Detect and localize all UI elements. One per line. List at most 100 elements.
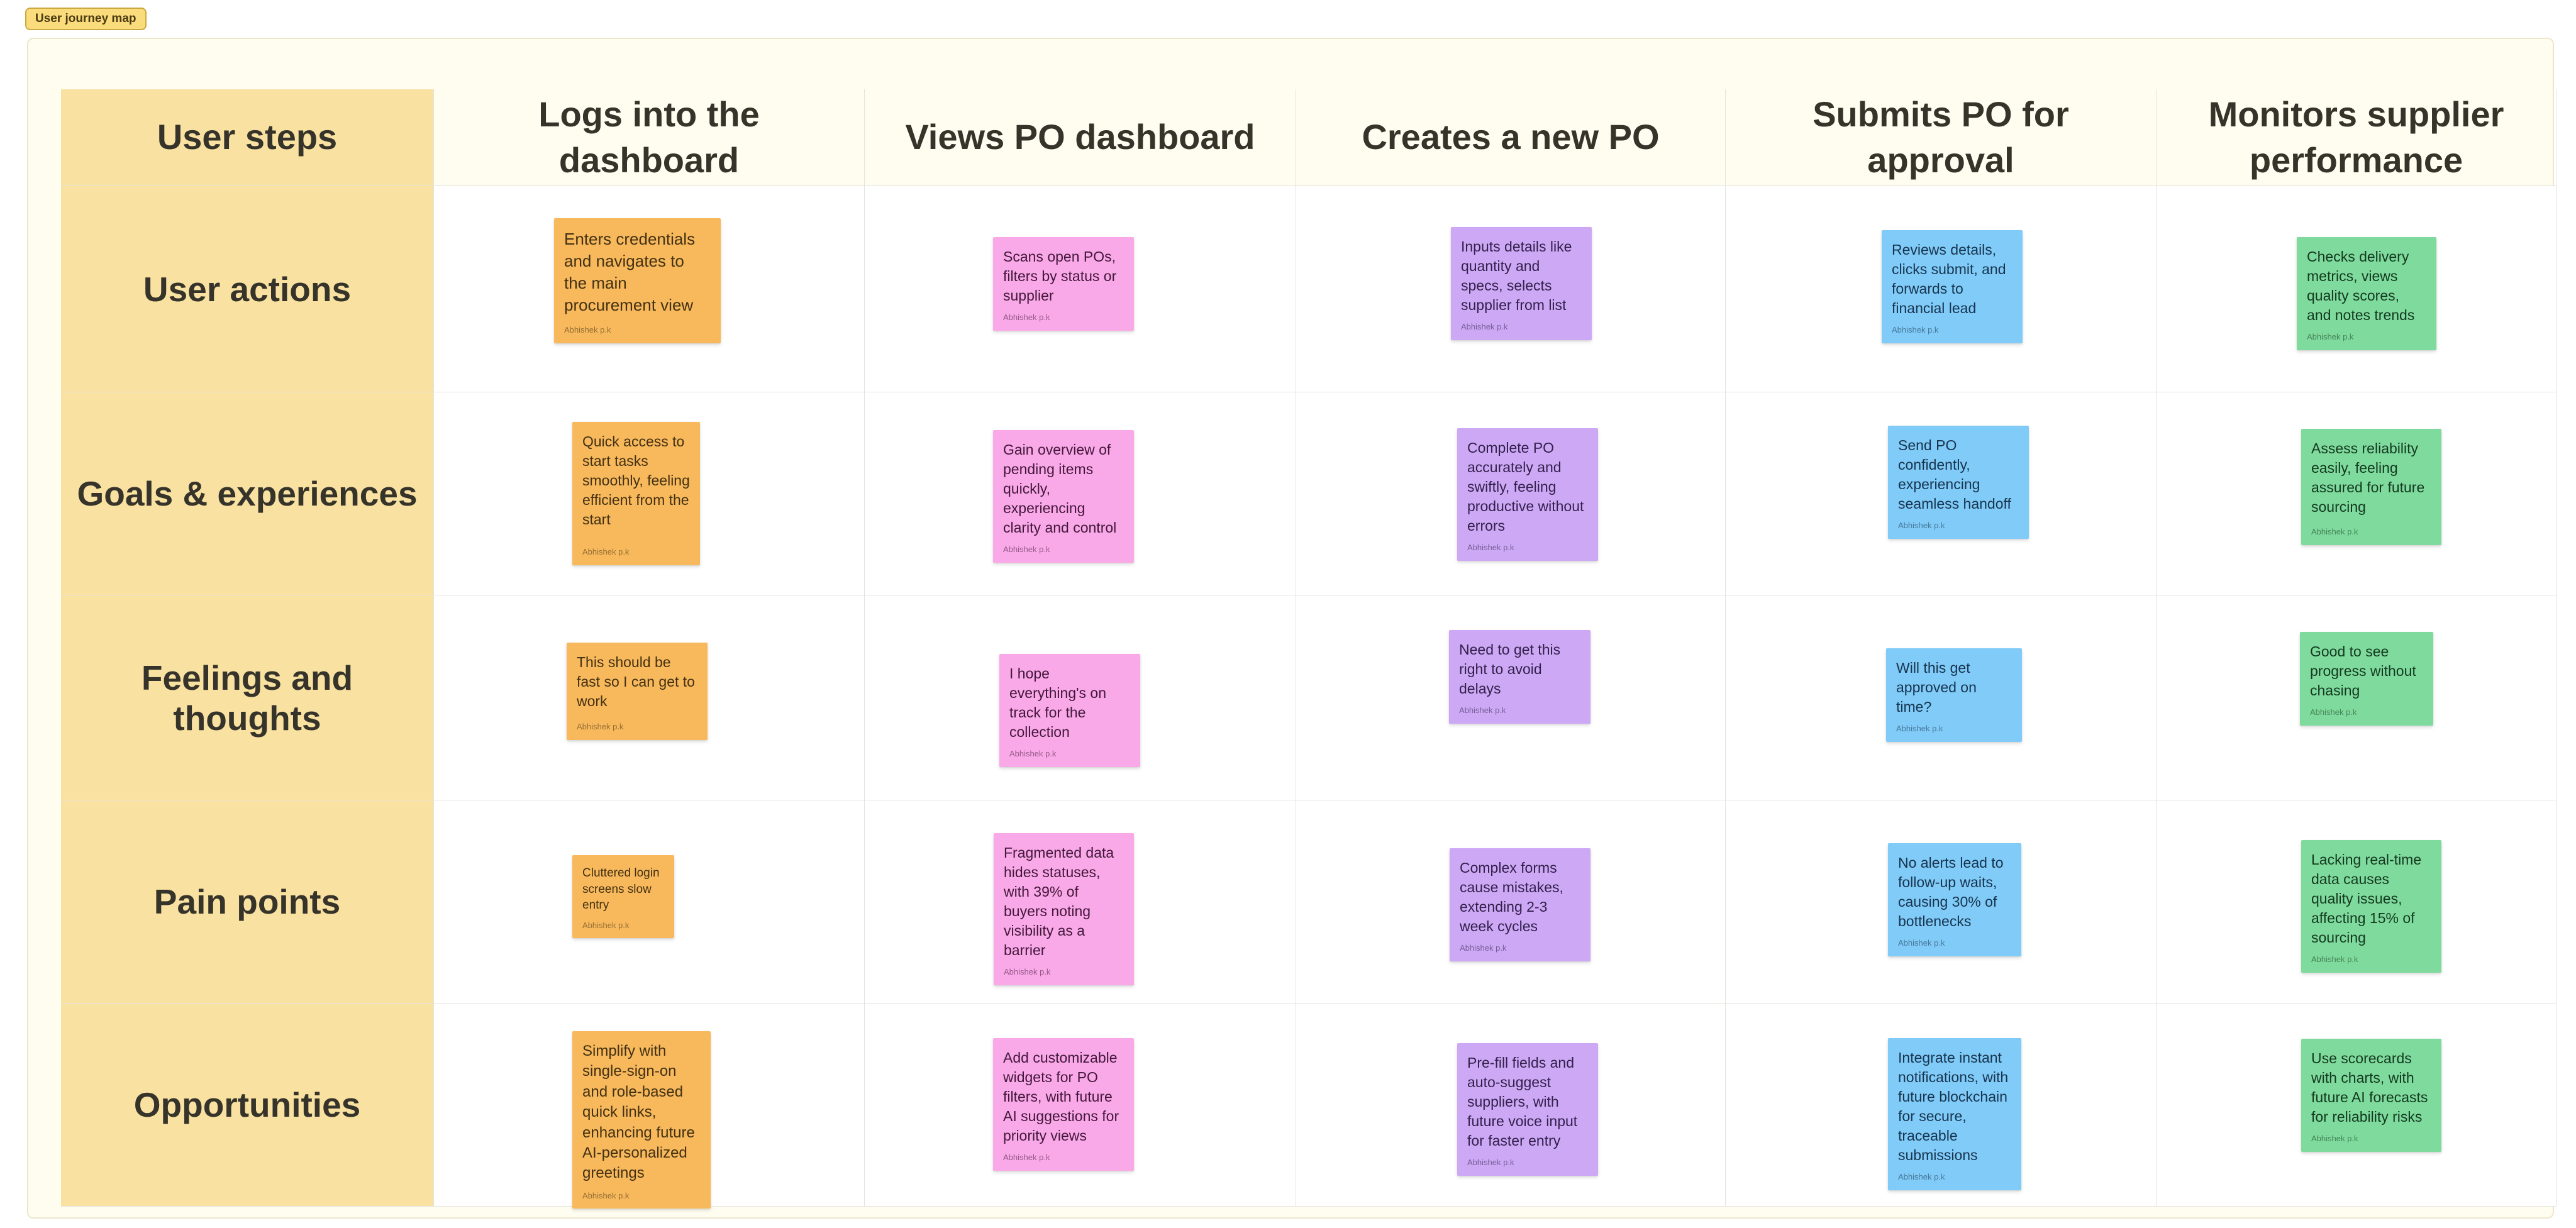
- sticky-note[interactable]: Enters credentials and navigates to the …: [554, 218, 721, 343]
- row-label-feelings-thoughts[interactable]: Feelings and thoughts: [61, 595, 434, 800]
- journey-cell: Pre-fill fields and auto-suggest supplie…: [1296, 1004, 1726, 1207]
- sticky-note-text: Enters credentials and navigates to the …: [564, 230, 696, 315]
- row-label-goals-experiences[interactable]: Goals & experiences: [61, 392, 434, 595]
- sticky-note-author: Abhishek p.k: [1467, 1158, 1514, 1168]
- row-label-user-actions[interactable]: User actions: [61, 186, 434, 392]
- journey-cell: Simplify with single-sign-on and role-ba…: [434, 1004, 865, 1209]
- sticky-note-author: Abhishek p.k: [1898, 521, 1945, 531]
- sticky-note-text: Cluttered login screens slow entry: [582, 866, 660, 912]
- sticky-note[interactable]: Pre-fill fields and auto-suggest supplie…: [1457, 1043, 1598, 1176]
- frame-title-tag[interactable]: User journey map: [25, 8, 147, 30]
- sticky-note-text: Simplify with single-sign-on and role-ba…: [582, 1043, 695, 1182]
- sticky-note[interactable]: I hope everything's on track for the col…: [999, 654, 1140, 767]
- sticky-note[interactable]: Cluttered login screens slow entry Abhis…: [572, 855, 674, 939]
- sticky-note-text: Inputs details like quantity and specs, …: [1461, 238, 1572, 314]
- journey-cell: Need to get this right to avoid delays A…: [1296, 595, 1726, 800]
- journey-cell: Scans open POs, filters by status or sup…: [865, 186, 1296, 392]
- journey-cell: No alerts lead to follow-up waits, causi…: [1726, 800, 2157, 1004]
- journey-cell: Integrate instant notifications, with fu…: [1726, 1004, 2157, 1207]
- sticky-note-text: Fragmented data hides statuses, with 39%…: [1004, 844, 1114, 959]
- sticky-note[interactable]: Add customizable widgets for PO filters,…: [993, 1038, 1134, 1171]
- sticky-note-text: Use scorecards with charts, with future …: [2311, 1050, 2428, 1126]
- sticky-note-text: Send PO confidently, experiencing seamle…: [1898, 437, 2011, 512]
- sticky-note-text: Pre-fill fields and auto-suggest supplie…: [1467, 1054, 1578, 1149]
- column-header-views-po-dashboard[interactable]: Views PO dashboard: [865, 89, 1296, 186]
- sticky-note-author: Abhishek p.k: [1461, 322, 1508, 332]
- sticky-note[interactable]: Quick access to start tasks smoothly, fe…: [572, 422, 700, 565]
- sticky-note[interactable]: Lacking real-time data causes quality is…: [2301, 840, 2441, 973]
- sticky-note-author: Abhishek p.k: [2310, 707, 2357, 717]
- journey-cell: Add customizable widgets for PO filters,…: [865, 1004, 1296, 1207]
- sticky-note[interactable]: Inputs details like quantity and specs, …: [1451, 227, 1592, 340]
- sticky-note-author: Abhishek p.k: [1898, 938, 1945, 948]
- sticky-note[interactable]: Need to get this right to avoid delays A…: [1449, 630, 1591, 724]
- journey-cell: Lacking real-time data causes quality is…: [2157, 800, 2557, 1004]
- sticky-note[interactable]: Will this get approved on time? Abhishek…: [1886, 648, 2022, 742]
- sticky-note[interactable]: Assess reliability easily, feeling assur…: [2301, 429, 2441, 545]
- sticky-note[interactable]: This should be fast so I can get to work…: [567, 643, 708, 740]
- sticky-note-author: Abhishek p.k: [1898, 1172, 1945, 1182]
- sticky-note-author: Abhishek p.k: [1459, 705, 1506, 716]
- sticky-note[interactable]: Fragmented data hides statuses, with 39%…: [994, 833, 1134, 985]
- journey-cell: Enters credentials and navigates to the …: [434, 186, 865, 392]
- sticky-note-author: Abhishek p.k: [577, 722, 624, 732]
- sticky-note-author: Abhishek p.k: [582, 1190, 630, 1200]
- sticky-note-text: Need to get this right to avoid delays: [1459, 641, 1561, 697]
- journey-cell: I hope everything's on track for the col…: [865, 595, 1296, 800]
- sticky-note[interactable]: Reviews details, clicks submit, and forw…: [1882, 230, 2023, 343]
- sticky-note[interactable]: Integrate instant notifications, with fu…: [1888, 1038, 2021, 1190]
- sticky-note[interactable]: No alerts lead to follow-up waits, causi…: [1888, 843, 2021, 956]
- sticky-note-text: Good to see progress without chasing: [2310, 643, 2416, 699]
- sticky-note-author: Abhishek p.k: [2307, 332, 2354, 342]
- sticky-note-author: Abhishek p.k: [1892, 325, 1939, 335]
- sticky-note-text: Add customizable widgets for PO filters,…: [1003, 1049, 1119, 1144]
- journey-map-frame: User steps Logs into the dashboard Views…: [27, 38, 2557, 1219]
- sticky-note-author: Abhishek p.k: [582, 547, 630, 557]
- column-header-creates-new-po[interactable]: Creates a new PO: [1296, 89, 1726, 186]
- sticky-note[interactable]: Checks delivery metrics, views quality s…: [2297, 237, 2436, 350]
- sticky-note-author: Abhishek p.k: [2311, 954, 2358, 965]
- sticky-note-text: Reviews details, clicks submit, and forw…: [1892, 241, 2006, 317]
- journey-cell: Checks delivery metrics, views quality s…: [2157, 186, 2557, 392]
- sticky-note-author: Abhishek p.k: [1003, 1153, 1050, 1163]
- journey-cell: Good to see progress without chasing Abh…: [2157, 595, 2557, 800]
- sticky-note[interactable]: Complete PO accurately and swiftly, feel…: [1457, 428, 1598, 561]
- corner-header-user-steps[interactable]: User steps: [61, 89, 434, 186]
- journey-cell: Use scorecards with charts, with future …: [2157, 1004, 2557, 1207]
- row-label-pain-points[interactable]: Pain points: [61, 800, 434, 1004]
- sticky-note-author: Abhishek p.k: [564, 325, 611, 335]
- sticky-note-author: Abhishek p.k: [1009, 749, 1057, 759]
- sticky-note-text: This should be fast so I can get to work: [577, 654, 695, 710]
- column-header-logs-into-dashboard[interactable]: Logs into the dashboard: [434, 89, 865, 186]
- sticky-note-text: No alerts lead to follow-up waits, causi…: [1898, 855, 2004, 930]
- sticky-note[interactable]: Good to see progress without chasing Abh…: [2300, 632, 2433, 726]
- journey-cell: Gain overview of pending items quickly, …: [865, 392, 1296, 595]
- journey-cell: Quick access to start tasks smoothly, fe…: [434, 392, 865, 595]
- journey-cell: Send PO confidently, experiencing seamle…: [1726, 392, 2157, 595]
- sticky-note-text: Lacking real-time data causes quality is…: [2311, 851, 2422, 946]
- sticky-note-text: Scans open POs, filters by status or sup…: [1003, 248, 1117, 304]
- column-header-submits-po-approval[interactable]: Submits PO for approval: [1726, 89, 2157, 186]
- sticky-note-author: Abhishek p.k: [1896, 724, 1943, 734]
- sticky-note[interactable]: Simplify with single-sign-on and role-ba…: [572, 1031, 711, 1209]
- sticky-note[interactable]: Complex forms cause mistakes, extending …: [1450, 848, 1591, 961]
- journey-cell: Complex forms cause mistakes, extending …: [1296, 800, 1726, 1004]
- sticky-note-author: Abhishek p.k: [1004, 967, 1051, 977]
- sticky-note-author: Abhishek p.k: [2311, 527, 2358, 537]
- sticky-note-text: Complex forms cause mistakes, extending …: [1460, 860, 1563, 935]
- column-header-monitors-supplier[interactable]: Monitors supplier performance: [2157, 89, 2557, 186]
- sticky-note[interactable]: Send PO confidently, experiencing seamle…: [1888, 426, 2029, 539]
- sticky-note[interactable]: Gain overview of pending items quickly, …: [993, 430, 1134, 563]
- sticky-note[interactable]: Scans open POs, filters by status or sup…: [993, 237, 1134, 331]
- sticky-note-author: Abhishek p.k: [1467, 543, 1514, 553]
- sticky-note-author: Abhishek p.k: [1003, 313, 1050, 323]
- sticky-note[interactable]: Use scorecards with charts, with future …: [2301, 1039, 2441, 1152]
- journey-cell: This should be fast so I can get to work…: [434, 595, 865, 800]
- journey-cell: Inputs details like quantity and specs, …: [1296, 186, 1726, 392]
- sticky-note-text: Complete PO accurately and swiftly, feel…: [1467, 440, 1584, 534]
- row-label-opportunities[interactable]: Opportunities: [61, 1004, 434, 1207]
- sticky-note-author: Abhishek p.k: [2311, 1134, 2358, 1144]
- journey-cell: Assess reliability easily, feeling assur…: [2157, 392, 2557, 595]
- sticky-note-text: I hope everything's on track for the col…: [1009, 665, 1106, 741]
- journey-cell: Complete PO accurately and swiftly, feel…: [1296, 392, 1726, 595]
